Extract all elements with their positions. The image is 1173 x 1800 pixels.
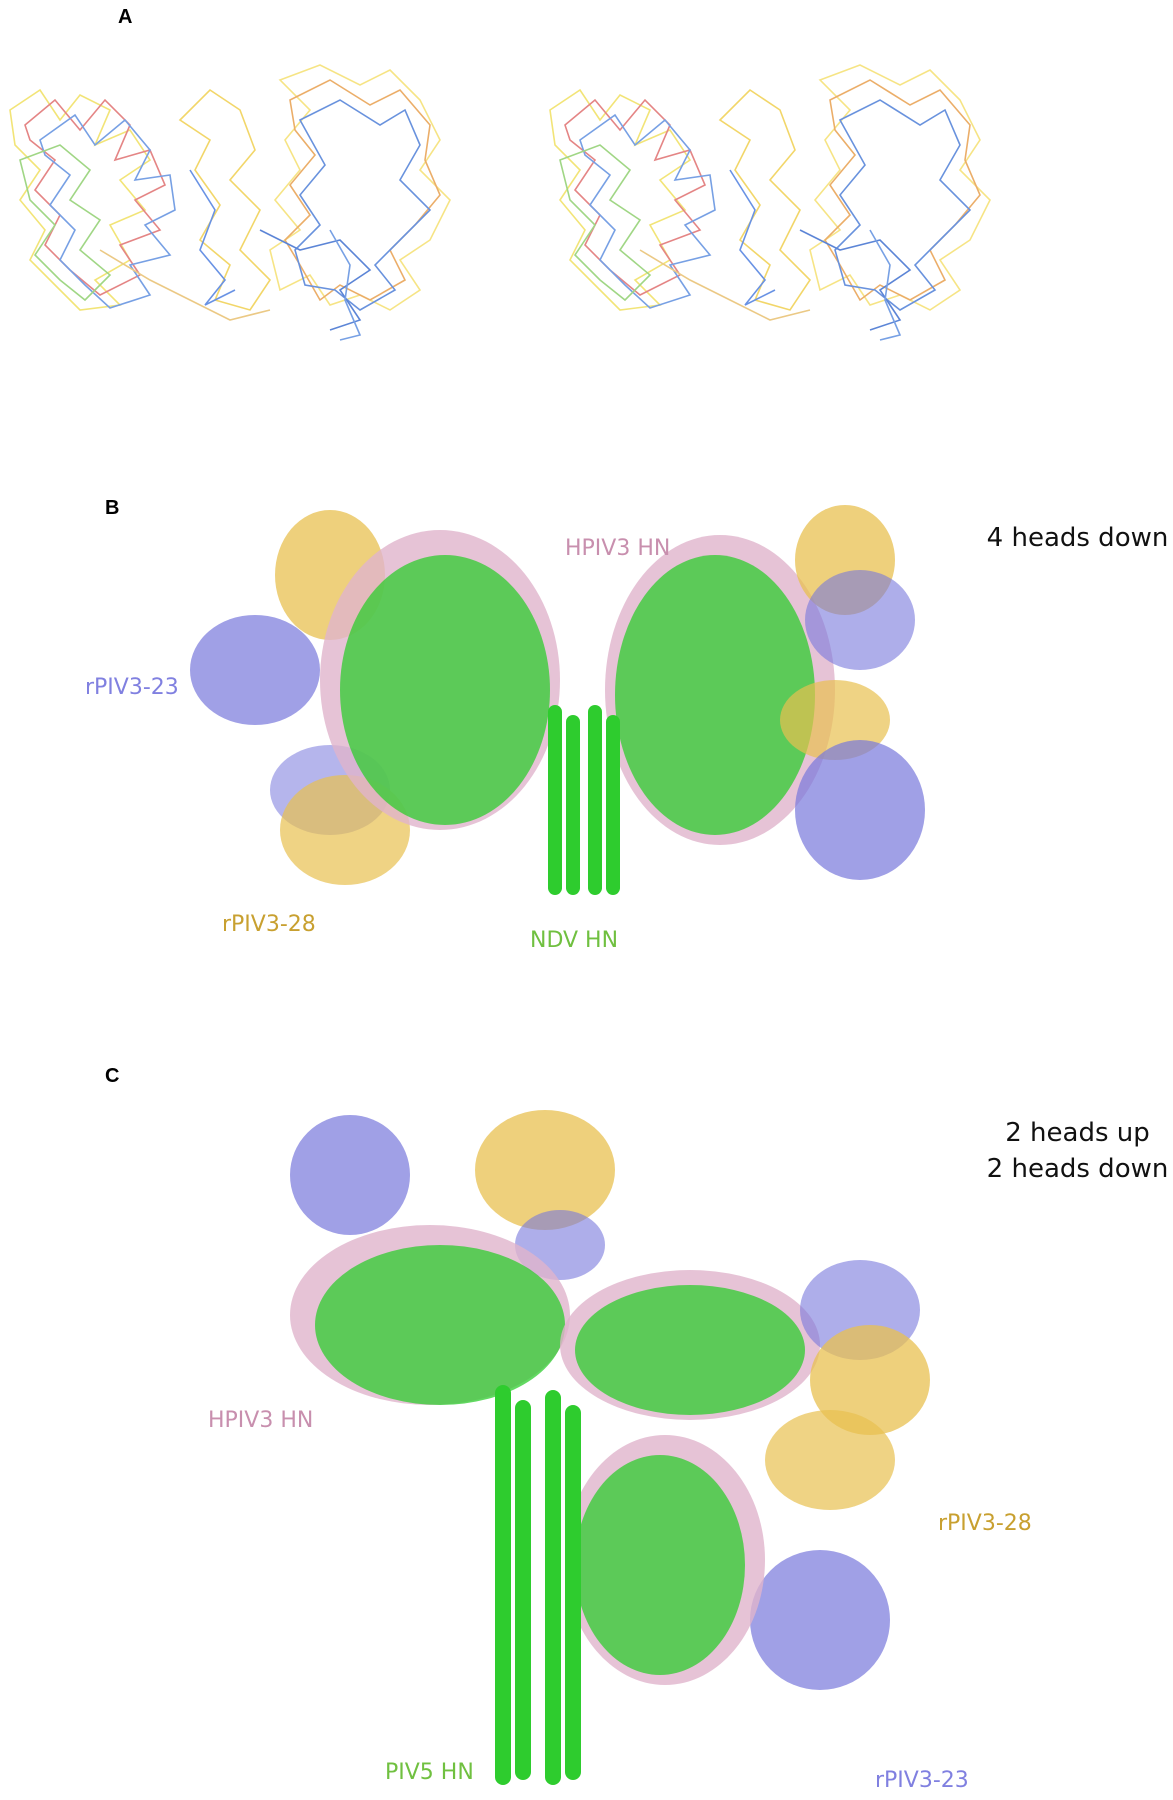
panel-letter-a: A bbox=[118, 6, 133, 28]
panel-c-structure bbox=[0, 1100, 1173, 1800]
panel-b-structure bbox=[0, 490, 1173, 970]
label-b-hpiv3: HPIV3 HN bbox=[565, 536, 671, 561]
trace-overlay-left bbox=[9, 64, 451, 341]
label-b-rpiv3-28: rPIV3-28 bbox=[222, 912, 316, 937]
panel-letter-b: B bbox=[105, 497, 120, 519]
stereo-image-right bbox=[540, 50, 1060, 350]
panel-b-cartoon bbox=[190, 505, 925, 895]
panel-c-cartoon bbox=[290, 1110, 930, 1785]
label-c-rpiv3-28: rPIV3-28 bbox=[938, 1511, 1032, 1536]
label-b-ndv: NDV HN bbox=[530, 928, 619, 953]
panel-b-condition: 4 heads down bbox=[986, 523, 1169, 553]
label-c-rpiv3-23: rPIV3-23 bbox=[875, 1768, 969, 1793]
panel-c-condition-line2: 2 heads down bbox=[986, 1154, 1169, 1184]
trace-overlay-right bbox=[549, 64, 991, 341]
panel-c-condition-line1: 2 heads up bbox=[1005, 1118, 1150, 1148]
label-c-hpiv3: HPIV3 HN bbox=[208, 1408, 314, 1433]
stereo-image-left bbox=[0, 50, 520, 350]
panel-letter-c: C bbox=[105, 1065, 120, 1087]
label-c-piv5: PIV5 HN bbox=[385, 1760, 474, 1785]
label-b-rpiv3-23: rPIV3-23 bbox=[85, 675, 179, 700]
